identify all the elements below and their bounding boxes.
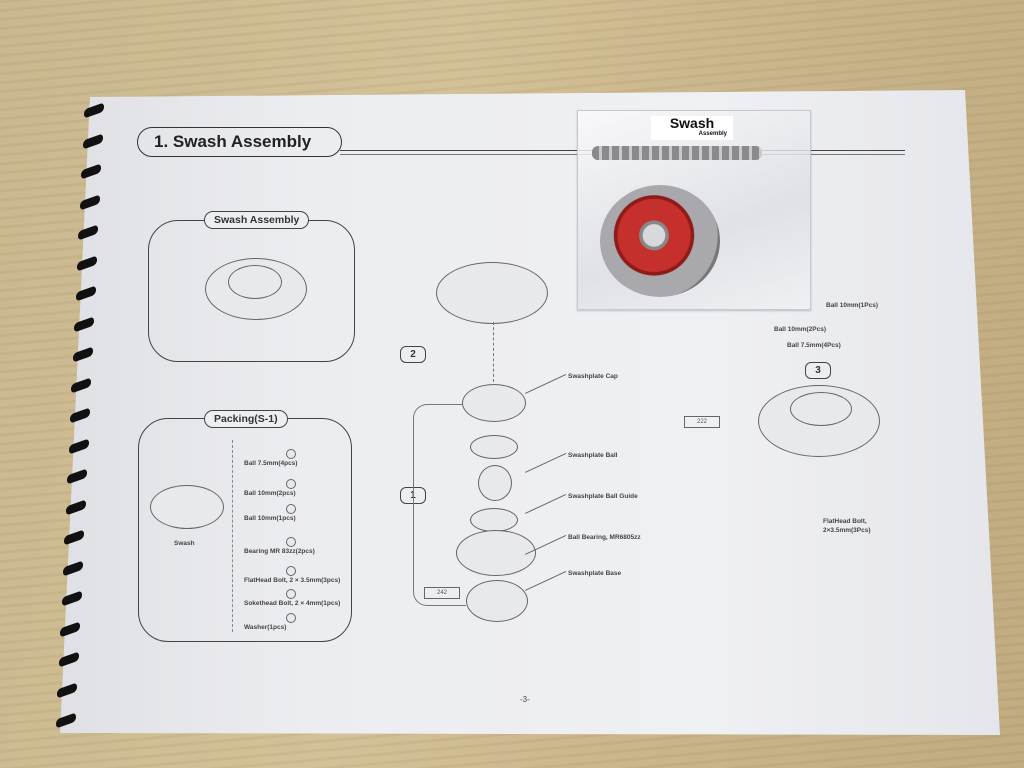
bag-title: Swash [669,115,715,131]
part-callout: Swashplate Ball Guide [568,493,638,500]
callout-flathead-bolt: FlatHead Bolt, [823,518,867,525]
packing-item: Bearing MR 83zz(2pcs) [244,548,315,555]
packing-item: Ball 10mm(2pcs) [244,490,296,497]
swash-drawing [150,485,224,529]
part-callout: Swashplate Cap [568,373,618,380]
bag-label: Swash Assembly [651,116,733,140]
ball-bearing-drawing [456,530,536,576]
ball-guide-drawing [470,435,518,459]
packing-item: Ball 7.5mm(4pcs) [244,460,298,467]
part-icon [286,589,296,599]
swash-step3-center [790,392,852,426]
packing-item: Washer(1pcs) [244,624,287,631]
swashplate-cap-drawing [462,384,526,422]
packing-product-label: Swash [174,540,195,547]
small-parts [592,146,762,160]
page-number: -3- [520,695,530,704]
part-icon [286,479,296,489]
step-1-bracket [413,404,466,606]
part-callout: Swashplate Ball [568,452,618,459]
part-callout: Swashplate Base [568,570,622,577]
section-title: 1. Swash Assembly [137,127,342,157]
part-icon [286,566,296,576]
swashplate-ball-drawing [478,465,512,501]
threadlock-242: 242 [424,587,460,599]
swashplate-base-drawing [466,580,528,622]
part-icon [286,613,296,623]
packing-item: Ball 10mm(1pcs) [244,515,296,522]
packing-panel [138,418,352,642]
center-axis [493,322,494,382]
assembly-panel-label: Swash Assembly [204,211,310,229]
callout-flathead-bolt-size: 2×3.5mm(3Pcs) [823,527,871,534]
callout-ball-7-5mm: Ball 7.5mm(4Pcs) [787,342,841,349]
part-callout: Ball Bearing, MR6805zz [568,534,641,541]
packing-divider [232,440,233,632]
step-3-badge: 3 [805,362,831,379]
part-icon [286,449,296,459]
packing-item: FlatHead Bolt, 2 × 3.5mm(3pcs) [244,577,341,584]
part-icon [286,537,296,547]
callout-ball-10mm-1: Ball 10mm(1Pcs) [826,302,879,309]
swash-drawing-center [228,265,282,299]
callout-ball-10mm-2: Ball 10mm(2Pcs) [774,326,827,333]
ball-guide-drawing [470,508,518,532]
swashplate-part [600,185,720,297]
threadlock-222: 222 [684,416,720,428]
packing-item: Sokethead Bolt, 2 × 4mm(1pcs) [244,600,341,607]
packing-panel-label: Packing(S-1) [204,410,288,428]
bag-subtitle: Assembly [698,131,727,137]
step-2-badge: 2 [400,346,426,363]
swashplate-top-drawing [436,262,548,324]
part-icon [286,504,296,514]
